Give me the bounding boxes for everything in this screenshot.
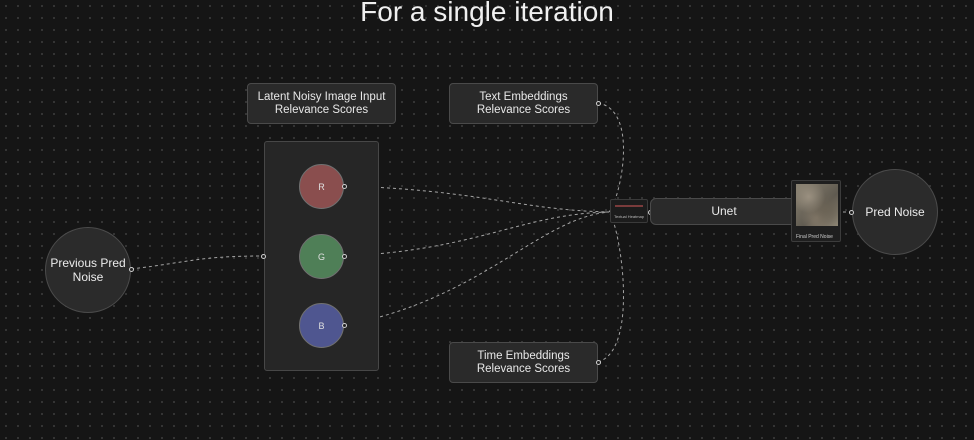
wire-r-to-heatmap	[344, 185, 610, 213]
final-pred-noise-node[interactable]: Final Pred Noise	[791, 180, 841, 242]
final-pred-noise-label: Final Pred Noise	[796, 234, 833, 240]
channel-b-output-port[interactable]	[342, 323, 347, 328]
rgb-channel-group[interactable]: R G B	[264, 141, 379, 371]
latent-relevance-scores-label: Latent Noisy Image Input Relevance Score…	[257, 90, 386, 116]
channel-r-output-port[interactable]	[342, 184, 347, 189]
text-relevance-scores-label: Text Embeddings Relevance Scores	[476, 90, 571, 116]
wire-g-to-heatmap	[344, 211, 610, 257]
group-input-port[interactable]	[261, 254, 266, 259]
previous-pred-noise-node[interactable]: Previous Pred Noise	[45, 227, 131, 313]
previous-pred-noise-output-port[interactable]	[129, 267, 134, 272]
channel-g-label: G	[317, 251, 325, 262]
unet-label: Unet	[711, 204, 737, 218]
pred-noise-input-port[interactable]	[849, 210, 854, 215]
channel-g[interactable]: G	[299, 234, 344, 279]
channel-r-label: R	[318, 181, 325, 192]
text-relevance-scores-node[interactable]: Text Embeddings Relevance Scores	[449, 83, 598, 124]
channel-g-output-port[interactable]	[342, 254, 347, 259]
time-scores-output-port[interactable]	[596, 360, 601, 365]
pred-noise-node[interactable]: Pred Noise	[852, 169, 938, 255]
unet-node[interactable]: Unet	[650, 198, 798, 225]
pred-noise-label: Pred Noise	[865, 205, 925, 219]
wire-time-to-heatmap	[597, 211, 624, 363]
diagram-title: For a single iteration	[360, 0, 614, 27]
wire-text-to-heatmap	[597, 102, 625, 213]
channel-r[interactable]: R	[299, 164, 344, 209]
heatmap-bar	[615, 205, 643, 207]
previous-pred-noise-label: Previous Pred Noise	[50, 256, 126, 284]
latent-relevance-scores-node[interactable]: Latent Noisy Image Input Relevance Score…	[247, 83, 396, 124]
noise-preview-image	[796, 184, 838, 226]
channel-b-label: B	[318, 320, 325, 331]
textual-heatmap-node[interactable]: Textual Heatmap	[610, 199, 648, 223]
time-relevance-scores-label: Time Embeddings Relevance Scores	[476, 349, 571, 375]
textual-heatmap-label: Textual Heatmap	[614, 214, 645, 219]
channel-b[interactable]: B	[299, 303, 344, 348]
time-relevance-scores-node[interactable]: Time Embeddings Relevance Scores	[449, 342, 598, 383]
text-scores-output-port[interactable]	[596, 101, 601, 106]
wire-b-to-heatmap	[344, 211, 610, 326]
wire-prev-to-group	[130, 255, 264, 270]
